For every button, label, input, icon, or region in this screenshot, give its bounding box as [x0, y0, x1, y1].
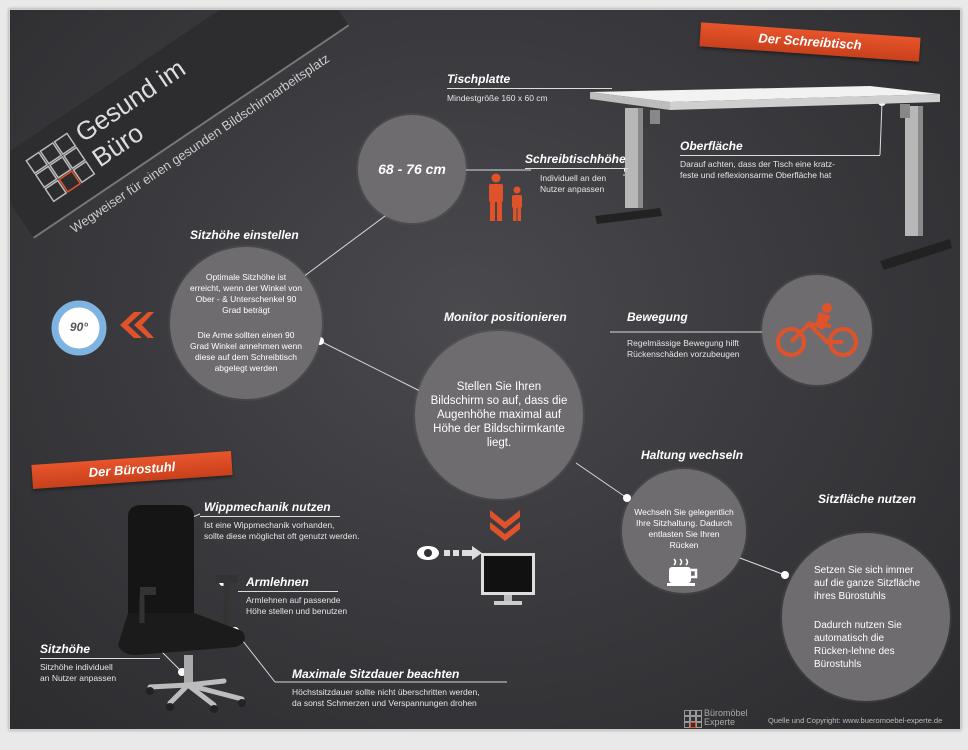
sitzhoehe-einstellen-title: Sitzhöhe einstellen — [190, 228, 299, 242]
desk-image — [590, 86, 952, 270]
schreibtischhoehe-underline — [525, 168, 628, 169]
persons-icon — [489, 173, 522, 221]
tischplatte-text: Mindestgröße 160 x 60 cm — [447, 93, 548, 103]
wipp-text-2: sollte diese möglichst oft genutzt werde… — [204, 531, 360, 541]
oberflaeche-text-2: feste und reflexionsarme Oberfläche hat — [680, 170, 832, 180]
brand-line-1: Büromöbel — [704, 708, 748, 718]
wipp-title: Wippmechanik nutzen — [204, 500, 331, 514]
coffee-cup-icon — [667, 558, 698, 586]
monitor-icon — [481, 553, 535, 605]
gauge-icon — [51, 300, 107, 356]
monitor-circle: Stellen Sie Ihren Bildschirm so auf, das… — [415, 331, 583, 499]
armlehnen-title: Armlehnen — [246, 575, 309, 589]
sitzhoehe-text-1: Optimale Sitzhöhe ist erreicht, wenn der… — [190, 272, 302, 315]
sitzhoehe-title: Sitzhöhe — [40, 642, 90, 656]
sitzdauer-title: Maximale Sitzdauer beachten — [292, 667, 460, 681]
bewegung-text-2: Rückenschäden vorzubeugen — [627, 349, 740, 359]
brand-logo-icon — [684, 710, 702, 728]
oberflaeche-title: Oberfläche — [680, 139, 743, 153]
sitzhoehe-text-2: Die Arme sollten einen 90 Grad Winkel an… — [190, 330, 302, 373]
chevron-left-icon — [120, 312, 154, 338]
copyright: Quelle und Copyright: www.bueromoebel-ex… — [768, 716, 943, 725]
chevron-down-icon — [490, 510, 520, 541]
wipp-underline — [200, 516, 340, 517]
brand-line-2: Experte — [704, 717, 736, 727]
sitzflaeche-circle: Setzen Sie sich immer auf die ganze Sitz… — [782, 533, 950, 701]
eye-icon — [417, 546, 482, 560]
oberflaeche-underline — [680, 155, 880, 156]
sitzflaeche-text-1: Setzen Sie sich immer auf die ganze Sitz… — [814, 564, 921, 602]
sitzdauer-text-1: Höchstsitzdauer sollte nicht überschritt… — [292, 687, 480, 697]
sitzdauer-text-2: da sonst Schmerzen und Verspannungen dro… — [292, 698, 477, 708]
oberflaeche-text-1: Darauf achten, dass der Tisch eine kratz… — [680, 159, 835, 169]
sitzhoehe-circle: Optimale Sitzhöhe ist erreicht, wenn der… — [170, 247, 322, 399]
wipp-text-1: Ist eine Wippmechanik vorhanden, — [204, 520, 335, 530]
armlehnen-text-2: Höhe stellen und benutzen — [246, 606, 348, 616]
sitzhoehe-text-1: Sitzhöhe individuell — [40, 662, 113, 672]
bicycle-icon — [776, 303, 858, 357]
schreibtischhoehe-text-2: Nutzer anpassen — [540, 184, 605, 194]
schreibtischhoehe-text-1: Individuell an den — [540, 173, 607, 183]
desk-height-value: 68 - 76 cm — [378, 161, 446, 177]
bewegung-title: Bewegung — [627, 310, 688, 324]
haltung-title: Haltung wechseln — [641, 448, 744, 462]
haltung-text: Wechseln Sie gelegentlich Ihre Sitzhaltu… — [634, 507, 734, 550]
schreibtischhoehe-title: Schreibtischhöhe — [525, 152, 626, 166]
logo-block: Gesund im Büro Wegweiser für einen gesun… — [10, 10, 374, 275]
armlehnen-text-1: Armlehnen auf passende — [246, 595, 341, 605]
haltung-circle: Wechseln Sie gelegentlich Ihre Sitzhaltu… — [622, 469, 746, 593]
sitzflaeche-title: Sitzfläche nutzen — [818, 492, 917, 506]
sitzflaeche-text-2: Dadurch nutzen Sie automatisch die Rücke… — [814, 619, 902, 670]
infographic: Gesund im Büro Wegweiser für einen gesun… — [9, 9, 961, 730]
bewegung-circle — [762, 275, 872, 385]
sitzhoehe-text-2: an Nutzer anpassen — [40, 673, 117, 683]
monitor-text: Stellen Sie Ihren Bildschirm so auf, das… — [430, 381, 568, 449]
angle-label: 90° — [69, 320, 89, 334]
armlehnen-underline — [238, 591, 338, 592]
sitzhoehe-underline — [40, 658, 160, 659]
tischplatte-title: Tischplatte — [447, 72, 511, 86]
monitor-title: Monitor positionieren — [444, 310, 567, 324]
logo-grid-icon — [25, 132, 96, 203]
tischplatte-underline — [447, 88, 612, 89]
office-chair-image — [118, 505, 246, 713]
bewegung-text-1: Regelmässige Bewegung hilft — [627, 338, 739, 348]
desk-height-circle: 68 - 76 cm — [358, 115, 466, 223]
